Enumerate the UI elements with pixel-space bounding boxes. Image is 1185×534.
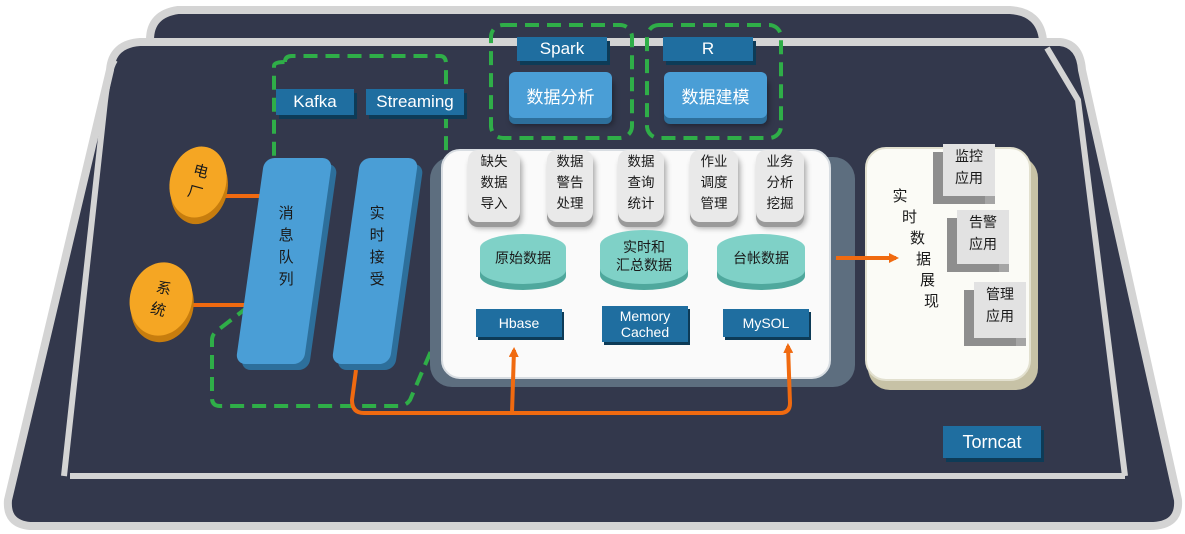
receive-char-2: 时 <box>369 226 385 244</box>
spark-label: Spark <box>517 37 607 61</box>
platform-right-outline <box>1044 46 1128 477</box>
app-management-line-1: 管理 <box>986 287 1014 303</box>
card-2-line-1: 数据 <box>556 154 584 170</box>
card-4-line-1: 作业 <box>700 154 728 170</box>
processing-card-scheduling: 作业 调度 管理 <box>690 150 738 222</box>
card-4-line-2: 调度 <box>700 175 728 191</box>
app-management-line-2: 应用 <box>986 309 1014 325</box>
r-group-outline <box>645 23 783 140</box>
queue-char-3: 队 <box>278 248 294 266</box>
app-alarm-line-2: 应用 <box>969 237 997 253</box>
presentation-title: 实 时 数 据 展 现 <box>888 186 939 312</box>
card-5-line-1: 业务 <box>766 154 794 170</box>
card-5-line-3: 挖掘 <box>766 196 794 212</box>
arrow-receive-to-databases <box>349 343 794 415</box>
card-1-line-3: 导入 <box>480 196 508 212</box>
app-alarm-line-1: 告警 <box>969 215 997 231</box>
card-1-line-2: 数据 <box>480 175 508 191</box>
db-memory-line-1: Memory <box>619 308 671 324</box>
app-alarm: 告警 应用 <box>957 210 1009 264</box>
processing-card-missing-data: 缺失 数据 导入 <box>468 150 520 222</box>
spark-group-outline <box>489 23 634 140</box>
queue-char-2: 息 <box>278 226 294 244</box>
presentation-char-2: 时 <box>902 208 918 226</box>
card-4-line-3: 管理 <box>700 196 728 212</box>
data-analysis-button: 数据分析 <box>509 72 612 118</box>
card-2-line-2: 警告 <box>556 175 584 191</box>
streaming-label: Streaming <box>366 89 464 115</box>
store-ledger-label: 台帐数据 <box>733 251 789 267</box>
queue-char-4: 列 <box>278 270 294 288</box>
store-ledger-data: 台帐数据 <box>717 234 805 284</box>
store-realtime-summary: 实时和 汇总数据 <box>600 230 688 284</box>
card-2-line-3: 处理 <box>556 196 584 212</box>
app-management: 管理 应用 <box>974 282 1026 338</box>
app-monitoring: 监控 应用 <box>943 144 995 196</box>
db-memory-cached: Memory Cached <box>602 306 688 342</box>
arrow-to-hbase <box>508 347 519 414</box>
presentation-char-1: 实 <box>892 187 908 205</box>
processing-card-query: 数据 查询 统计 <box>618 150 664 222</box>
db-memory-line-2: Cached <box>620 324 670 340</box>
app-monitoring-line-2: 应用 <box>955 171 983 187</box>
processing-card-warning: 数据 警告 处理 <box>547 150 593 222</box>
store-raw-data-label: 原始数据 <box>495 251 551 267</box>
queue-char-1: 消 <box>278 204 294 222</box>
app-monitoring-line-1: 监控 <box>955 149 983 165</box>
db-hbase: Hbase <box>476 309 562 337</box>
receive-char-1: 实 <box>369 204 385 222</box>
platform-left-outline <box>61 58 118 477</box>
db-mysql: MySOL <box>723 309 809 337</box>
presentation-char-3: 数 <box>910 228 925 249</box>
receive-char-3: 接 <box>369 248 385 266</box>
store-realtime-line-2: 汇总数据 <box>616 258 672 274</box>
power-plant-label: 电 厂 <box>185 160 211 204</box>
card-5-line-2: 分析 <box>766 175 794 191</box>
system-label: 系 统 <box>148 277 174 321</box>
db-mysql-label: MySOL <box>742 315 790 331</box>
receive-char-4: 受 <box>369 270 385 288</box>
data-modeling-button: 数据建模 <box>664 72 767 118</box>
card-3-line-1: 数据 <box>627 154 655 170</box>
tomcat-server-label: Torncat <box>943 426 1041 458</box>
processing-card-business: 业务 分析 挖掘 <box>756 150 804 222</box>
card-3-line-3: 统计 <box>627 196 655 212</box>
store-realtime-line-1: 实时和 <box>623 240 665 256</box>
card-1-line-1: 缺失 <box>480 154 508 170</box>
card-3-line-2: 查询 <box>627 175 655 191</box>
r-label: R <box>663 37 753 61</box>
kafka-label: Kafka <box>276 89 354 115</box>
store-raw-data: 原始数据 <box>480 234 566 284</box>
db-hbase-label: Hbase <box>498 315 540 331</box>
